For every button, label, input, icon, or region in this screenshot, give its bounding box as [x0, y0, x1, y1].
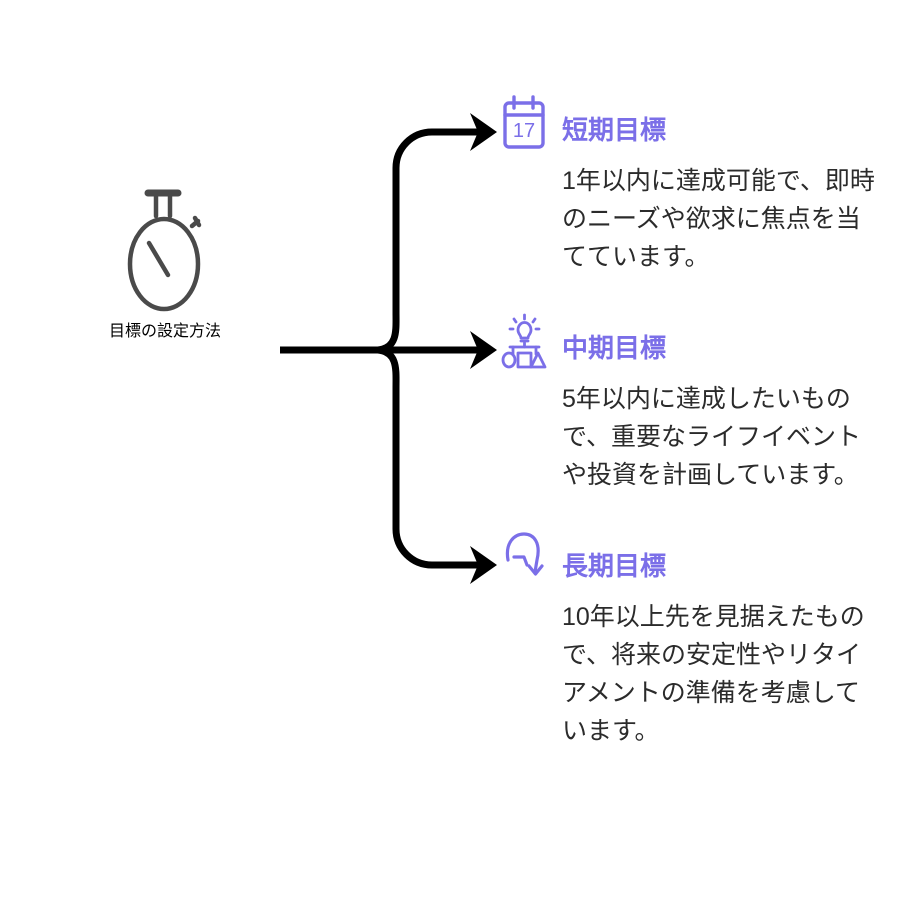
branch-mid-term: 中期目標 5年以内に達成したいもので、重要なライフイベントや投資を計画しています… — [500, 312, 890, 494]
calendar-day-number: 17 — [513, 120, 535, 142]
branch-header: 中期目標 — [500, 312, 890, 374]
connector-branch-top — [377, 128, 487, 354]
arrowhead-bottom — [470, 546, 497, 584]
root-label: 目標の設定方法 — [108, 323, 221, 340]
arrowhead-top — [470, 113, 497, 151]
stopwatch-icon — [127, 189, 202, 312]
connector-branch-bottom — [377, 346, 487, 569]
branch-title: 短期目標 — [562, 115, 667, 145]
root-node: 目標の設定方法 — [60, 185, 270, 341]
branch-long-term: 長期目標 10年以上先を見据えたもので、将来の安定性やリタイアメントの準備を考慮… — [500, 530, 890, 750]
branch-description: 10年以上先を見据えたもので、将来の安定性やリタイアメントの準備を考慮しています… — [562, 603, 865, 745]
branch-header: 長期目標 — [500, 530, 890, 592]
branch-short-term: 17 短期目標 1年以内に達成可能で、即時のニーズや欲求に焦点を当てています。 — [500, 94, 890, 276]
loop-arrow-clock-icon — [505, 532, 544, 576]
branch-header: 17 短期目標 — [500, 94, 890, 156]
branch-description: 5年以内に達成したいもので、重要なライフイベントや投資を計画しています。 — [562, 385, 862, 489]
calendar-17-icon: 17 — [503, 95, 545, 149]
branch-title: 長期目標 — [562, 551, 667, 581]
branch-description: 1年以内に達成可能で、即時のニーズや欲求に焦点を当てています。 — [562, 167, 875, 271]
branch-title: 中期目標 — [562, 333, 667, 363]
arrowhead-middle — [470, 331, 497, 369]
idea-lightbulb-shapes-icon — [501, 313, 547, 369]
